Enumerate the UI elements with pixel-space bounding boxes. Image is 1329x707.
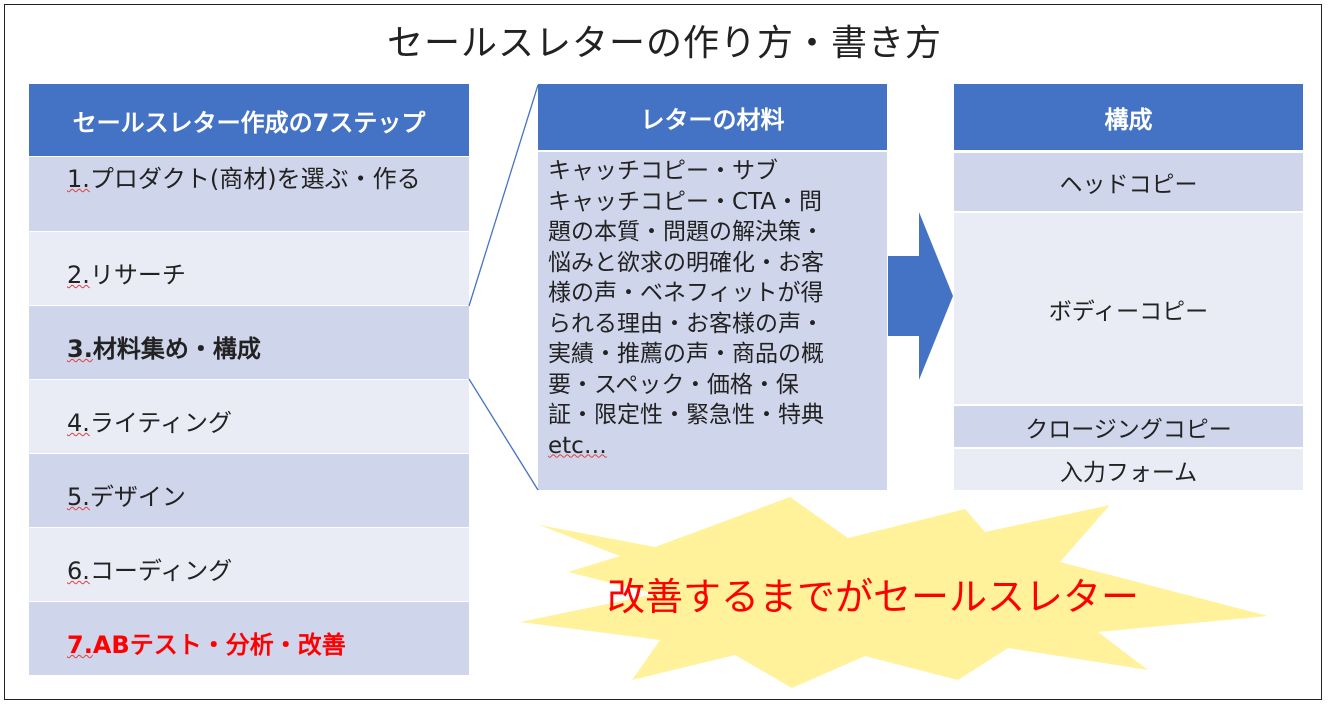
step-number: 4. xyxy=(67,409,90,437)
zoom-line-top xyxy=(468,84,539,307)
zoom-line-bottom xyxy=(468,378,539,491)
step-label: ライティング xyxy=(89,409,232,437)
structure-input-form: 入力フォーム xyxy=(954,449,1303,490)
materials-line: 題の本質・問題の解決策・ xyxy=(548,219,824,245)
materials-line: 悩みと欲求の明確化・お客 xyxy=(548,249,824,276)
step-number: 1. xyxy=(67,165,90,193)
materials-line: キャッチコピー・CTA・問 xyxy=(548,188,823,215)
step-label: ABテスト・分析・改善 xyxy=(92,631,346,659)
step-row-1: 1.プロダクト(商材)を選ぶ・作る xyxy=(29,156,469,231)
step-number: 5. xyxy=(67,483,90,511)
step-number: 2. xyxy=(67,261,90,289)
right-arrow-icon xyxy=(888,212,953,380)
step-label: 材料集め・構成 xyxy=(92,335,261,363)
structure-head-copy: ヘッドコピー xyxy=(954,153,1303,211)
step-number: 6. xyxy=(67,557,90,585)
structure-header: 構成 xyxy=(954,84,1303,150)
step-label: プロダクト(商材)を選ぶ・作る xyxy=(89,165,421,193)
step-label: コーディング xyxy=(89,557,233,585)
materials-line: 証・限定性・緊急性・特典 xyxy=(548,402,824,428)
materials-line: 様の声・ベネフィットが得 xyxy=(548,280,824,306)
materials-line: etc… xyxy=(548,432,607,459)
steps-header: セールスレター作成の7ステップ xyxy=(29,84,469,156)
step-row-7: 7.ABテスト・分析・改善 xyxy=(29,601,469,675)
step-row-5: 5.デザイン xyxy=(29,453,469,527)
materials-line: 実績・推薦の声・商品の概 xyxy=(548,341,824,367)
materials-header: レターの材料 xyxy=(538,84,887,150)
materials-line: 要・スペック・価格・保 xyxy=(548,371,799,398)
diagram-title: セールスレターの作り方・書き方 xyxy=(386,23,942,64)
materials-list: キャッチコピー・サブ キャッチコピー・CTA・問 題の本質・問題の解決策・ 悩み… xyxy=(538,152,887,490)
materials-line: られる理由・お客様の声・ xyxy=(548,310,824,337)
step-row-3: 3.材料集め・構成 xyxy=(29,305,469,379)
step-row-4: 4.ライティング xyxy=(29,379,469,453)
step-row-6: 6.コーディング xyxy=(29,527,469,601)
callout-text: 改善するまでがセールスレター xyxy=(607,575,1140,619)
materials-line: キャッチコピー・サブ xyxy=(548,158,778,184)
burst-shape xyxy=(520,497,1268,688)
step-label: リサーチ xyxy=(89,261,186,289)
step-label: デザイン xyxy=(89,483,186,511)
step-number: 7. xyxy=(67,631,93,659)
structure-body-copy: ボディーコピー xyxy=(954,213,1303,404)
structure-closing-copy: クロージングコピー xyxy=(954,406,1303,447)
step-number: 3. xyxy=(67,335,93,363)
step-row-2: 2.リサーチ xyxy=(29,231,469,305)
